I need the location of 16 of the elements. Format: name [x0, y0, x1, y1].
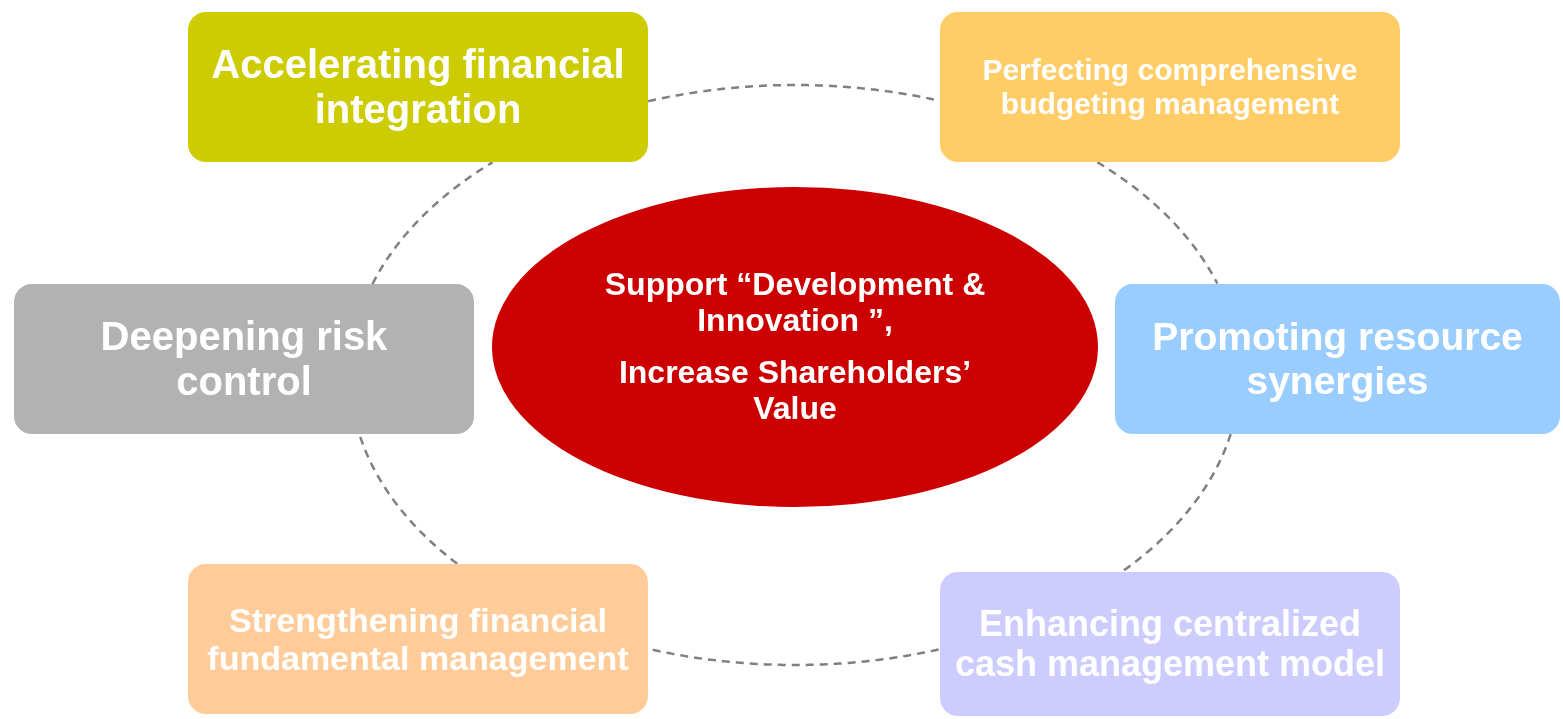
node-label: Accelerating financial integration: [210, 42, 626, 132]
dashed-connector: [371, 161, 494, 285]
topic-box: [1115, 284, 1560, 434]
node-label: Promoting resource synergies: [1151, 315, 1524, 403]
node-label: Strengthening financial fundamental management: [206, 600, 630, 678]
topic-box: [188, 12, 648, 162]
node-label: Perfecting comprehensive budgeting management: [981, 53, 1359, 121]
dashed-connector: [1096, 161, 1219, 285]
topic-box: [188, 564, 648, 714]
node-label: Deepening risk control: [99, 314, 389, 404]
topic-box: [940, 572, 1400, 716]
topic-box: [14, 284, 474, 434]
topic-box: [940, 12, 1400, 162]
dashed-connector: [1121, 433, 1232, 573]
node-label: Support “Development & Innovation ”,: [603, 267, 987, 339]
node-label: Increase Shareholders’ Value: [617, 355, 973, 427]
